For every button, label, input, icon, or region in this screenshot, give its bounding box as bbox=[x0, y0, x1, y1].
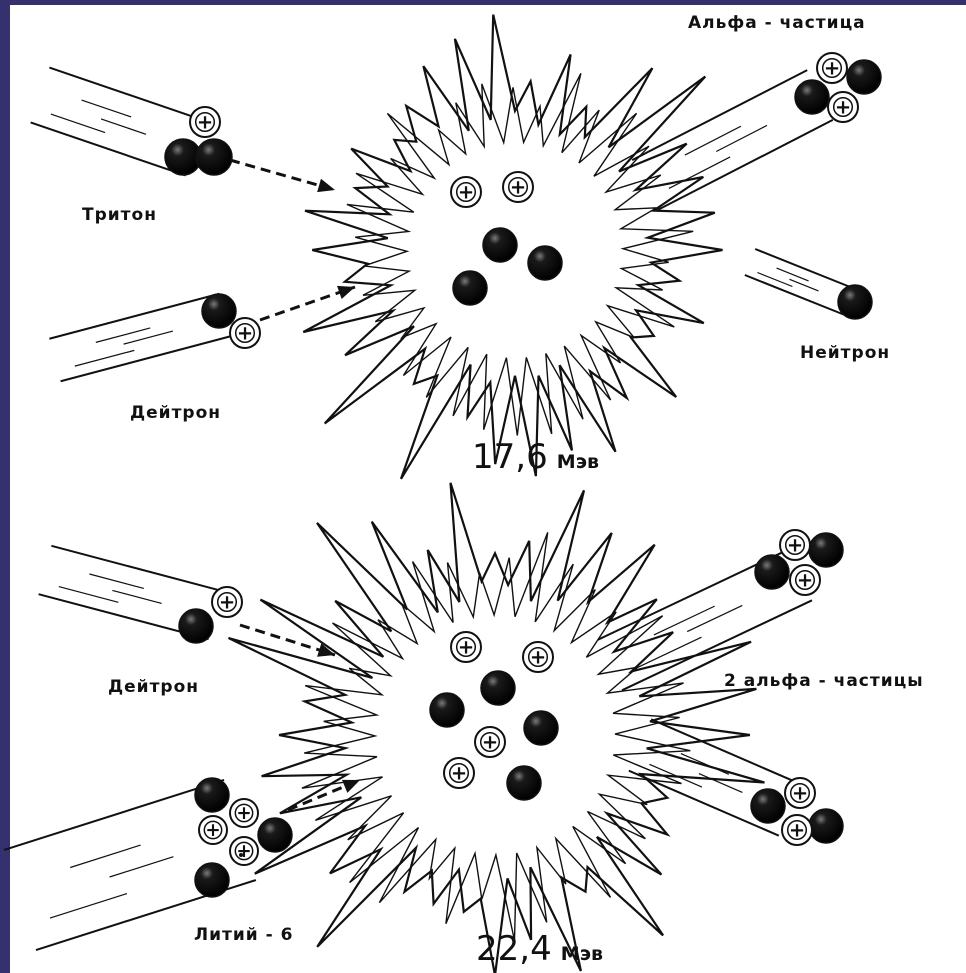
proton-sign: + bbox=[458, 180, 474, 203]
proton-sign: + bbox=[205, 820, 220, 841]
label-deuteron-2: Дейтрон bbox=[108, 677, 199, 697]
neutron-ball bbox=[202, 294, 236, 328]
proton-sign: + bbox=[197, 110, 213, 133]
proton-sign: + bbox=[530, 645, 546, 668]
neutron-ball bbox=[453, 271, 487, 305]
proton-sign: + bbox=[458, 635, 474, 658]
label-neutron: Нейтрон bbox=[800, 343, 890, 363]
label-deuteron-1: Дейтрон bbox=[130, 403, 221, 423]
energy-value-1: 17,6 bbox=[472, 437, 548, 477]
neutron-ball bbox=[809, 533, 843, 567]
energy-unit-2: Мэв bbox=[561, 943, 603, 965]
proton-sign: + bbox=[451, 761, 467, 784]
proton-sign: + bbox=[482, 730, 498, 753]
neutron-ball bbox=[483, 228, 517, 262]
neutron-ball bbox=[430, 693, 464, 727]
neutron-ball bbox=[795, 80, 829, 114]
neutron-ball bbox=[179, 609, 213, 643]
proton-sign: + bbox=[237, 321, 253, 344]
neutron-ball bbox=[809, 809, 843, 843]
proton-sign: + bbox=[236, 803, 251, 824]
neutron-ball bbox=[196, 139, 232, 175]
proton-sign: + bbox=[236, 841, 251, 862]
neutron-ball bbox=[751, 789, 785, 823]
neutron-ball bbox=[524, 711, 558, 745]
proton-sign: + bbox=[792, 781, 808, 804]
neutron-ball bbox=[195, 778, 229, 812]
neutron-ball bbox=[258, 818, 292, 852]
proton-sign: + bbox=[510, 175, 526, 198]
energy-value-2: 22,4 bbox=[476, 929, 552, 969]
proton-sign: + bbox=[797, 568, 813, 591]
neutron-ball bbox=[755, 555, 789, 589]
proton-sign: + bbox=[219, 590, 235, 613]
neutron-ball bbox=[847, 60, 881, 94]
label-two-alphas: 2 альфа - частицы bbox=[724, 671, 924, 691]
proton-sign: + bbox=[824, 56, 840, 79]
neutron-ball bbox=[838, 285, 872, 319]
proton-sign: + bbox=[789, 818, 805, 841]
neutron-ball bbox=[507, 766, 541, 800]
proton-sign: + bbox=[787, 533, 803, 556]
proton-sign: + bbox=[835, 95, 851, 118]
label-triton: Тритон bbox=[82, 205, 157, 225]
neutron-ball bbox=[481, 671, 515, 705]
label-alpha-particle: Альфа - частица bbox=[688, 13, 866, 33]
energy-unit-1: Мэв bbox=[557, 451, 599, 473]
label-lithium-6: Литий - 6 bbox=[194, 925, 293, 945]
neutron-ball bbox=[195, 863, 229, 897]
neutron-ball bbox=[528, 246, 562, 280]
